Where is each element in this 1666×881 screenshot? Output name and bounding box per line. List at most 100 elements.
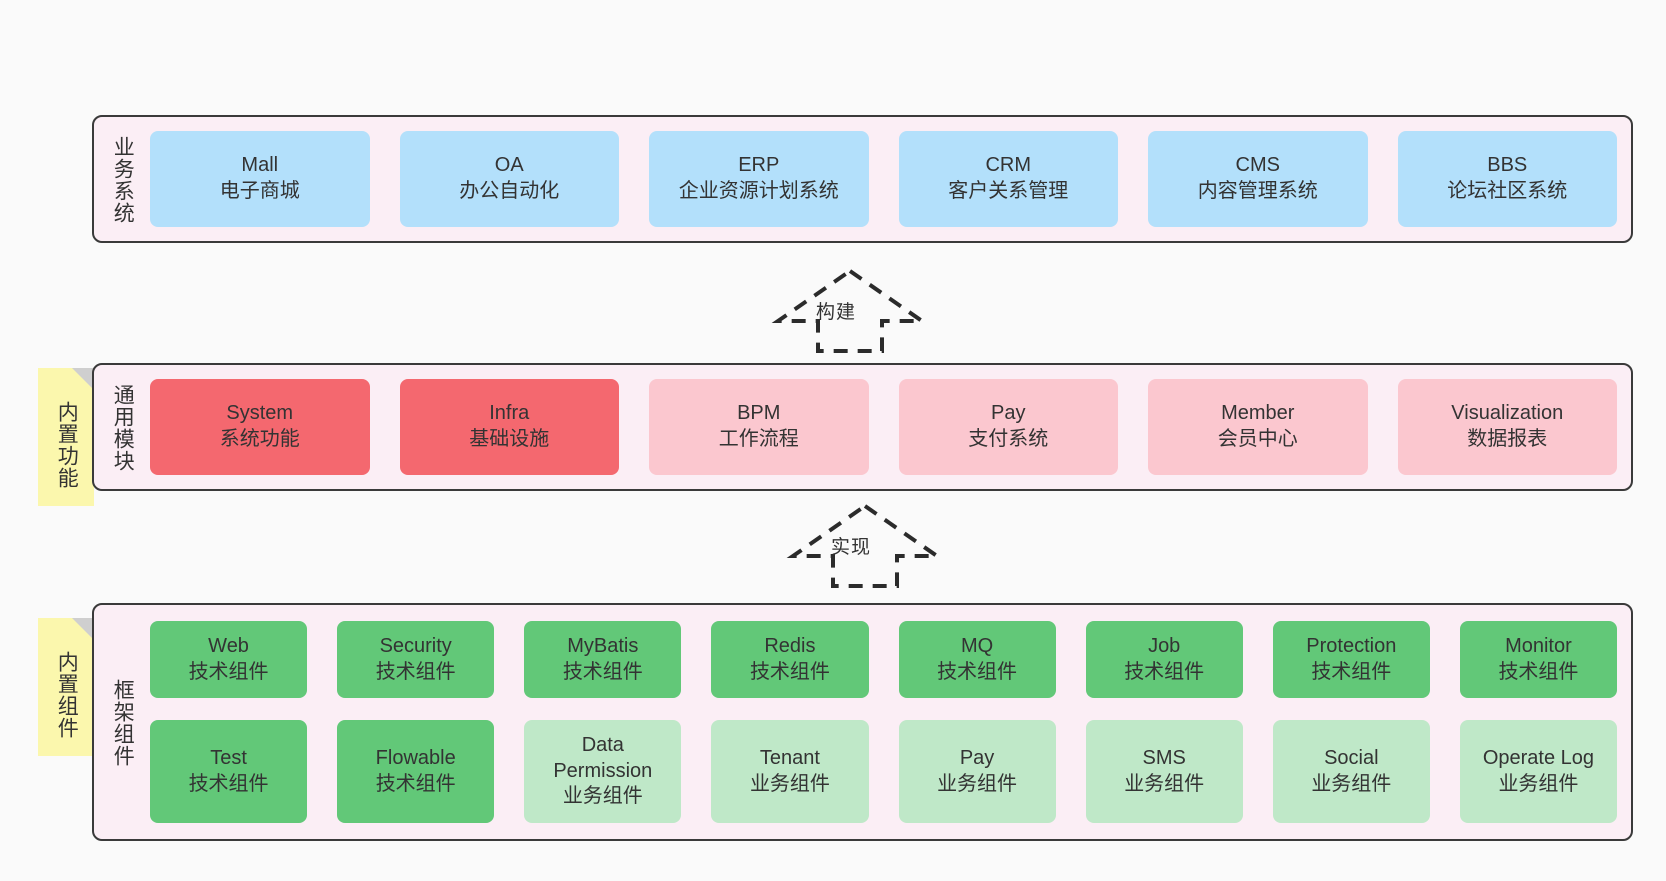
card-operate-log-en: Operate Log	[1482, 747, 1595, 769]
card-test-cn: 技术组件	[188, 772, 269, 795]
card-mall-cn: 电子商城	[219, 180, 300, 202]
layer-framework-component-title: 框架组件	[111, 679, 135, 767]
card-test-en: Test	[210, 747, 247, 769]
common-card-row: System 系统功能 Infra 基础设施 BPM 工作流程 Pay 支付系统…	[150, 379, 1617, 475]
framework-card-rows: Web 技术组件 Security 技术组件 MyBatis 技术组件 Redi…	[150, 621, 1617, 823]
card-mq-cn: 技术组件	[937, 660, 1018, 683]
card-data-permission[interactable]: Data Permission 业务组件	[524, 720, 682, 823]
card-test[interactable]: Test 技术组件	[150, 720, 308, 823]
card-erp[interactable]: ERP 企业资源计划系统	[649, 131, 869, 227]
card-protection[interactable]: Protection 技术组件	[1272, 621, 1430, 699]
card-tenant-cn: 业务组件	[749, 772, 830, 795]
card-system-en: System	[226, 402, 294, 425]
card-bpm-cn: 工作流程	[718, 428, 799, 450]
card-visualization[interactable]: Visualization 数据报表	[1397, 379, 1617, 475]
card-infra[interactable]: Infra 基础设施	[399, 379, 619, 475]
card-social-cn: 业务组件	[1311, 772, 1392, 795]
card-pay-component[interactable]: Pay 业务组件	[898, 720, 1056, 823]
layer-business-system-title: 业务系统	[111, 136, 135, 224]
layer-framework-component: 框架组件 Web 技术组件 Security 技术组件 MyBatis 技术组件	[92, 603, 1633, 841]
card-member[interactable]: Member 会员中心	[1148, 379, 1368, 475]
card-mall-en: Mall	[241, 154, 279, 177]
card-tenant-en: Tenant	[759, 747, 820, 769]
card-flowable-en: Flowable	[375, 747, 456, 769]
card-cms-cn: 内容管理系统	[1197, 180, 1318, 202]
card-pay-module[interactable]: Pay 支付系统	[898, 379, 1118, 475]
connector-build: 构建	[770, 265, 930, 355]
card-monitor[interactable]: Monitor 技术组件	[1459, 621, 1617, 699]
card-job-en: Job	[1148, 635, 1181, 657]
card-oa[interactable]: OA 办公自动化	[399, 131, 619, 227]
card-redis[interactable]: Redis 技术组件	[711, 621, 869, 699]
card-erp-cn: 企业资源计划系统	[678, 180, 839, 202]
card-infra-en: Infra	[489, 402, 530, 425]
connector-implement-label: 实现	[831, 537, 872, 558]
note-fold-corner-icon	[72, 618, 94, 640]
card-pay-component-cn: 业务组件	[937, 772, 1018, 795]
layer-common-module-body: System 系统功能 Infra 基础设施 BPM 工作流程 Pay 支付系统…	[150, 365, 1631, 489]
card-mybatis-en: MyBatis	[567, 635, 639, 657]
note-builtin-component-label: 内置组件	[55, 651, 79, 739]
card-mq-en: MQ	[960, 635, 994, 657]
card-security-cn: 技术组件	[375, 660, 456, 683]
card-cms-en: CMS	[1235, 154, 1280, 177]
card-data-permission-cn: 业务组件	[562, 785, 643, 808]
card-system[interactable]: System 系统功能	[150, 379, 370, 475]
card-pay-module-en: Pay	[991, 402, 1026, 425]
card-operate-log-cn: 业务组件	[1498, 772, 1579, 795]
card-crm[interactable]: CRM 客户关系管理	[898, 131, 1118, 227]
card-visualization-cn: 数据报表	[1467, 428, 1548, 450]
card-member-en: Member	[1221, 402, 1295, 425]
note-builtin-component: 内置组件	[38, 618, 94, 756]
card-web-cn: 技术组件	[188, 660, 269, 683]
card-system-cn: 系统功能	[219, 428, 300, 450]
card-bpm-en: BPM	[737, 402, 781, 425]
card-oa-en: OA	[494, 154, 524, 177]
card-social[interactable]: Social 业务组件	[1272, 720, 1430, 823]
card-web[interactable]: Web 技术组件	[150, 621, 308, 699]
card-sms[interactable]: SMS 业务组件	[1085, 720, 1243, 823]
card-pay-component-en: Pay	[959, 747, 995, 769]
layer-common-module: 通用模块 System 系统功能 Infra 基础设施 BPM 工作流程 Pay…	[92, 363, 1633, 491]
card-sms-en: SMS	[1142, 747, 1186, 769]
connector-build-label: 构建	[816, 302, 857, 323]
card-bbs-cn: 论坛社区系统	[1447, 180, 1568, 202]
card-protection-en: Protection	[1306, 635, 1397, 657]
card-security[interactable]: Security 技术组件	[337, 621, 495, 699]
card-redis-en: Redis	[764, 635, 816, 657]
card-erp-en: ERP	[738, 154, 780, 177]
card-infra-cn: 基础设施	[469, 428, 550, 450]
card-member-cn: 会员中心	[1217, 428, 1298, 450]
card-protection-cn: 技术组件	[1311, 660, 1392, 683]
card-security-en: Security	[379, 635, 452, 657]
card-job-cn: 技术组件	[1124, 660, 1205, 683]
card-mybatis[interactable]: MyBatis 技术组件	[524, 621, 682, 699]
card-tenant[interactable]: Tenant 业务组件	[711, 720, 869, 823]
card-flowable-cn: 技术组件	[375, 772, 456, 795]
card-sms-cn: 业务组件	[1124, 772, 1205, 795]
layer-common-module-title: 通用模块	[111, 384, 135, 472]
card-mq[interactable]: MQ 技术组件	[898, 621, 1056, 699]
card-bpm[interactable]: BPM 工作流程	[649, 379, 869, 475]
card-monitor-cn: 技术组件	[1498, 660, 1579, 683]
card-mall[interactable]: Mall 电子商城	[150, 131, 370, 227]
card-job[interactable]: Job 技术组件	[1085, 621, 1243, 699]
layer-business-system: 业务系统 Mall 电子商城 OA 办公自动化 ERP 企业资源计划系统 CRM…	[92, 115, 1633, 243]
connector-implement: 实现	[785, 500, 945, 590]
card-crm-en: CRM	[985, 154, 1032, 177]
card-data-permission-en: Data Permission	[553, 734, 653, 782]
business-card-row: Mall 电子商城 OA 办公自动化 ERP 企业资源计划系统 CRM 客户关系…	[150, 131, 1617, 227]
card-flowable[interactable]: Flowable 技术组件	[337, 720, 495, 823]
card-operate-log[interactable]: Operate Log 业务组件	[1459, 720, 1617, 823]
card-bbs[interactable]: BBS 论坛社区系统	[1397, 131, 1617, 227]
card-web-en: Web	[208, 635, 249, 657]
card-cms[interactable]: CMS 内容管理系统	[1148, 131, 1368, 227]
framework-card-row-1: Web 技术组件 Security 技术组件 MyBatis 技术组件 Redi…	[150, 621, 1617, 699]
card-bbs-en: BBS	[1487, 154, 1528, 177]
note-fold-corner-icon	[72, 368, 94, 390]
card-visualization-en: Visualization	[1451, 402, 1564, 425]
layer-framework-component-body: Web 技术组件 Security 技术组件 MyBatis 技术组件 Redi…	[150, 605, 1631, 839]
layer-business-system-body: Mall 电子商城 OA 办公自动化 ERP 企业资源计划系统 CRM 客户关系…	[150, 117, 1631, 241]
note-builtin-function: 内置功能	[38, 368, 94, 506]
